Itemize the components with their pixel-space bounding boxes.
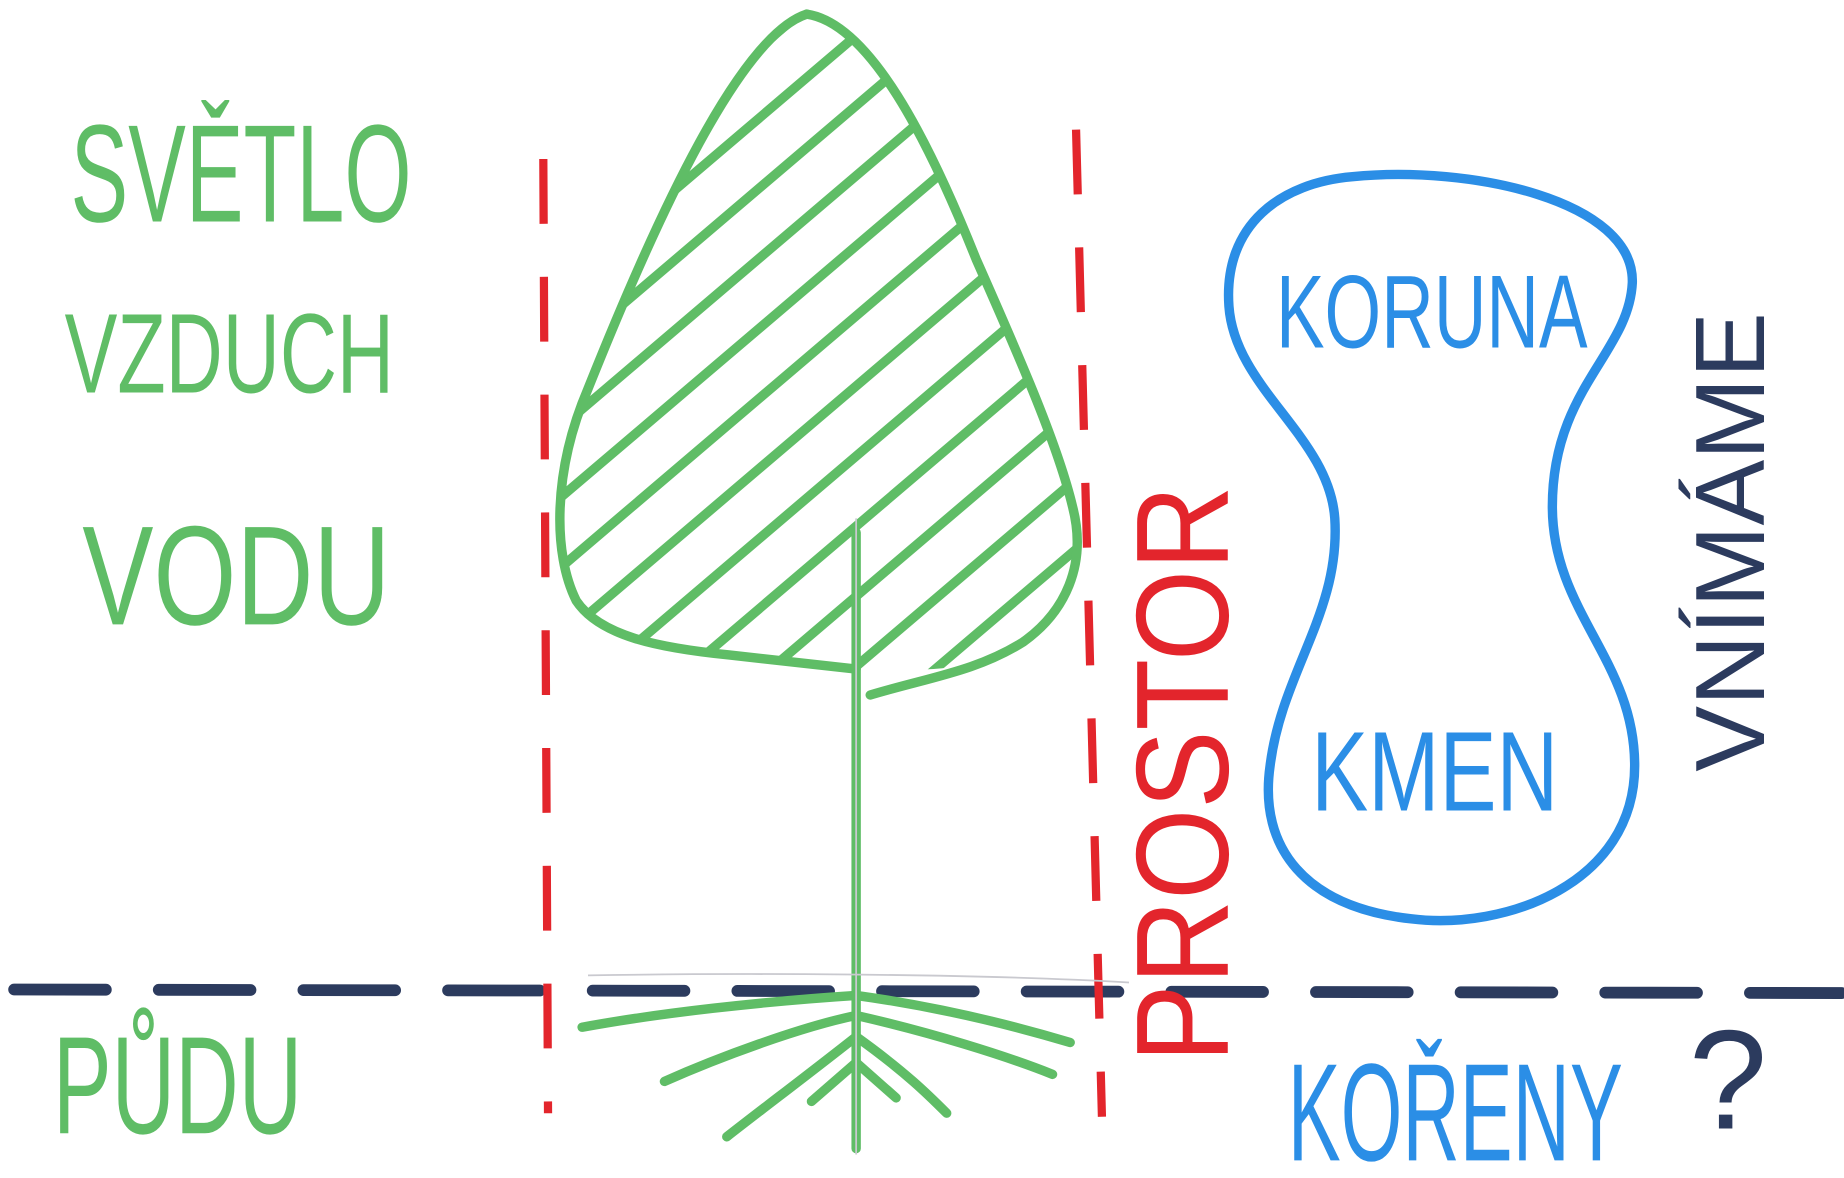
tree-roots [577,518,1130,1155]
root-line [577,990,861,1032]
space-boundary-left [539,159,553,1114]
root-line [659,1010,861,1087]
crown-hatch-line [830,14,1078,671]
label-roots: KOŘENY [1288,1035,1623,1178]
root-line [851,1010,1058,1080]
crown-hatch-line [559,14,1078,671]
label-trunk: KMEN [1311,708,1558,834]
label-space: PROSTOR [1109,485,1256,1062]
crown-hatch-line [559,14,1078,671]
label-light: SVĚTLO [71,96,412,251]
perceived-outline [1223,169,1640,926]
crown-hatch-line [559,14,899,671]
root-line [851,990,1075,1048]
crown-hatch-line [583,14,1078,671]
root-line [722,1031,861,1142]
crown-outline-left [555,9,861,674]
ground-line [8,983,1844,999]
label-crown: KORUNA [1276,253,1588,369]
label-roots-question: ? [1689,1000,1767,1158]
label-soil: PŮDU [53,1006,302,1163]
root-line [851,1031,952,1118]
crown-outline [802,9,1082,700]
root-line [806,1057,861,1107]
crown-hatch-line [559,14,981,671]
space-boundary-right [1071,129,1107,1117]
root-line [851,1057,901,1103]
pencil-guide-line [587,973,1130,984]
label-air: VZDUCH [65,290,394,416]
label-perceive: VNÍMÁME [1675,312,1785,771]
crown-hatch-line [559,14,1078,671]
label-water: VODU [82,496,390,654]
